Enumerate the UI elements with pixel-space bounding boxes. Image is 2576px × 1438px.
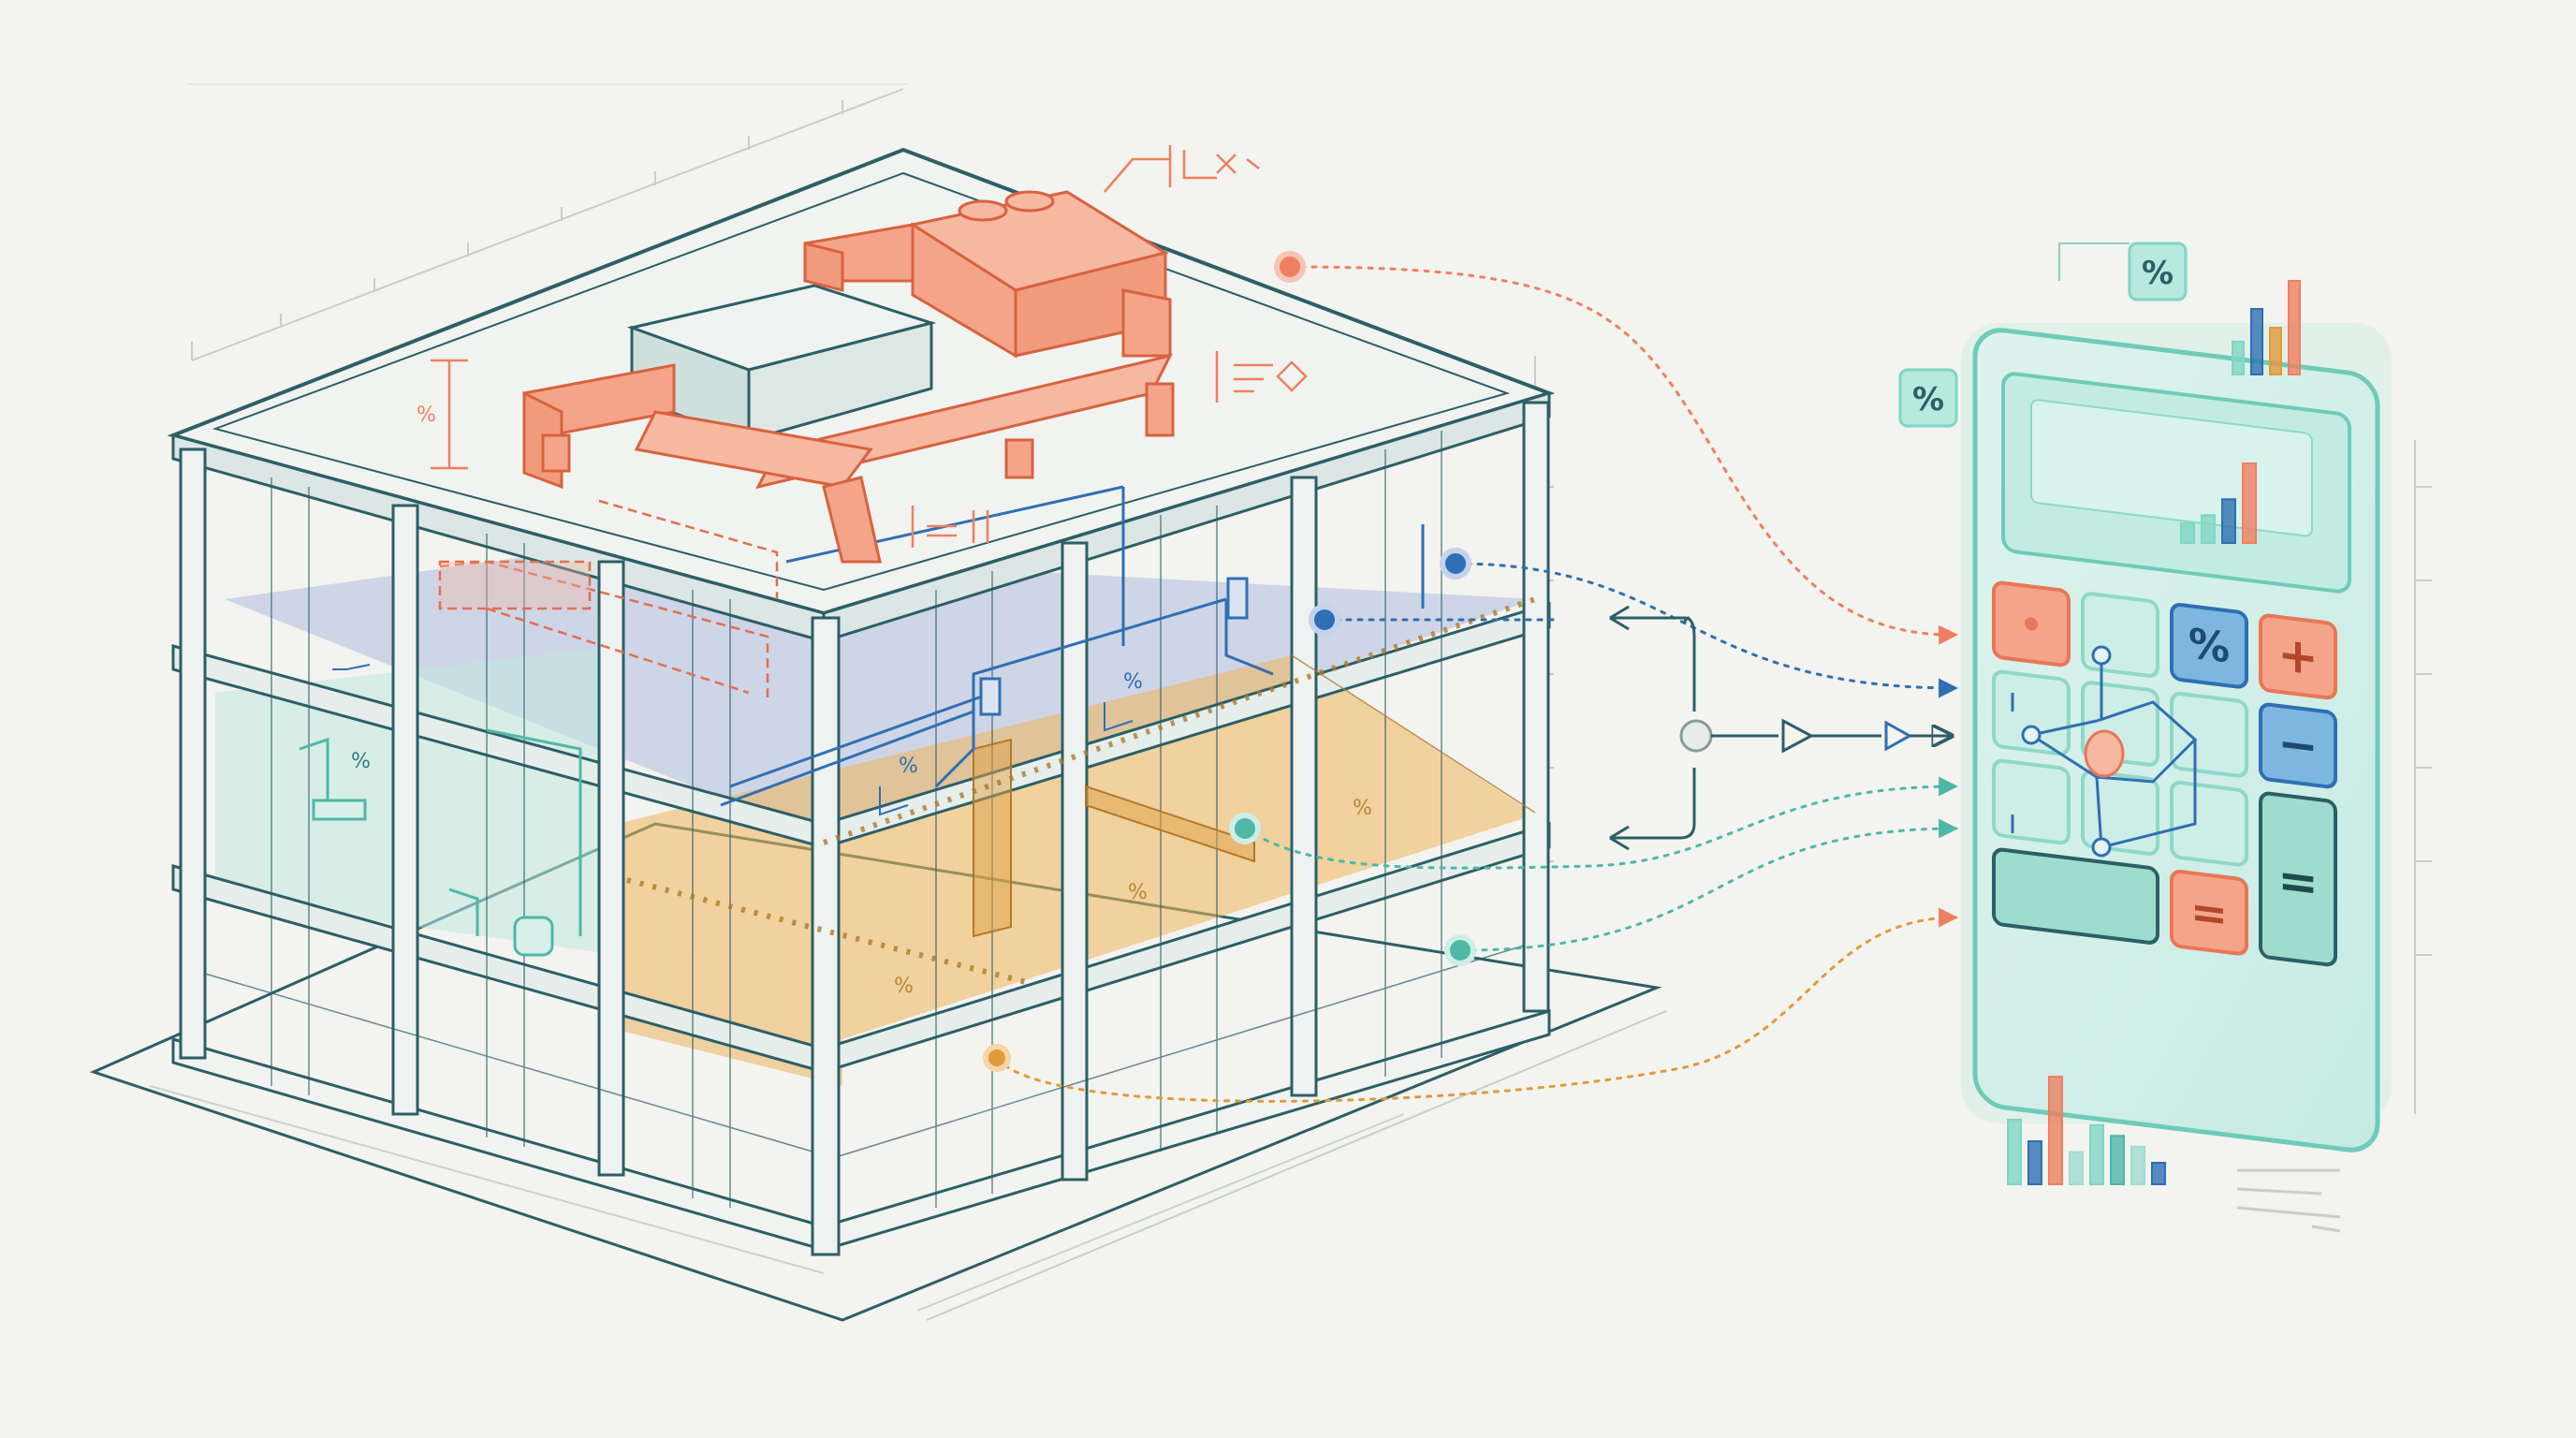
key-blank-5[interactable] — [1992, 758, 2071, 845]
floor3-percent-label-b: % — [899, 755, 918, 778]
key-plus-glyph: + — [2277, 626, 2319, 687]
hvac-connection-line — [1288, 265, 1959, 645]
calculator: % + − = = % % — [1898, 242, 2392, 1233]
plumbing-pipes — [299, 728, 582, 957]
top-bars-bar — [2232, 341, 2245, 375]
top-bar-chart — [2232, 280, 2301, 375]
bottom-bars-bar — [2027, 1140, 2042, 1185]
plumbing-node-1 — [1229, 813, 1261, 844]
percent-tag-top: % — [2142, 255, 2174, 292]
key-blank-4[interactable] — [2170, 691, 2248, 778]
bottom-bars-bar — [2007, 1119, 2022, 1185]
aggregator-node — [1679, 719, 1713, 753]
key-equals-glyph: = — [2277, 852, 2319, 913]
rooftop-enclosure — [626, 284, 937, 443]
document-lines — [2236, 1168, 2341, 1233]
key-percent[interactable] — [2170, 602, 2248, 689]
display-chart — [2180, 462, 2257, 544]
key-plus[interactable] — [2259, 613, 2337, 700]
key-blank-2[interactable] — [1992, 669, 2071, 756]
display-bars-bar — [2201, 514, 2216, 544]
floor-node — [983, 1044, 1011, 1072]
building: % % % % % % % — [167, 145, 1556, 1256]
bottom-bars-bar — [2110, 1135, 2125, 1185]
percent-labels: % % % % % % % — [351, 404, 1372, 998]
floor-percent-label-b: % — [1128, 881, 1148, 904]
percent-tag-left: % — [1912, 381, 1944, 418]
display-bars-bar — [2221, 498, 2236, 544]
connection-lines — [995, 265, 1959, 1103]
bottom-bars-bar — [2151, 1162, 2166, 1185]
keypad-circuit-overlay — [2011, 645, 2198, 858]
top-bars-bar — [2269, 327, 2282, 375]
top-bars-bar — [2250, 308, 2263, 375]
bottom-bar-chart — [2007, 1076, 2166, 1185]
display-bars-bar — [2180, 521, 2195, 544]
key-wide-zero[interactable] — [1992, 847, 2159, 945]
floor3-percent-label-a: % — [1123, 670, 1143, 694]
display-bars-bar — [2242, 462, 2257, 544]
top-bars-bar — [2288, 280, 2301, 375]
bottom-bars-bar — [2089, 1123, 2104, 1185]
floor2-percent-label: % — [351, 750, 371, 773]
hvac-node — [1274, 251, 1306, 283]
key-percent-glyph: % — [2188, 620, 2230, 672]
roof-percent-label: % — [417, 404, 436, 427]
plumbing-node-2 — [1444, 934, 1476, 966]
key-minus[interactable] — [2259, 702, 2337, 789]
roof-annotations — [431, 145, 1308, 548]
floor-percent-label-a: % — [1353, 797, 1372, 820]
plumbing-connection-line-1 — [1243, 776, 1959, 870]
electrical-conduits — [720, 485, 1425, 807]
key-equals-tall[interactable] — [2259, 791, 2337, 967]
key-blank-7[interactable] — [2170, 780, 2248, 867]
key-blank-1[interactable] — [2081, 592, 2159, 678]
source-nodes — [983, 251, 1476, 1072]
bottom-bars-bar — [2069, 1151, 2084, 1185]
floating-percent-tags: % % — [1898, 242, 2188, 428]
electrical-node-2 — [1309, 604, 1340, 636]
hvac-system — [522, 190, 1175, 564]
bottom-bars-bar — [2130, 1145, 2145, 1185]
floor-connection-line — [995, 907, 1959, 1103]
key-equals-orange-glyph: = — [2190, 885, 2228, 942]
electrical-floor-zone — [225, 548, 1535, 843]
electrical-node-1 — [1440, 548, 1471, 580]
aggregator — [1609, 605, 1952, 851]
floor-percent-label-c: % — [894, 975, 914, 998]
key-equals[interactable] — [2170, 869, 2248, 956]
key-minus-glyph: − — [2277, 715, 2319, 776]
bottom-bars-bar — [2048, 1076, 2063, 1185]
